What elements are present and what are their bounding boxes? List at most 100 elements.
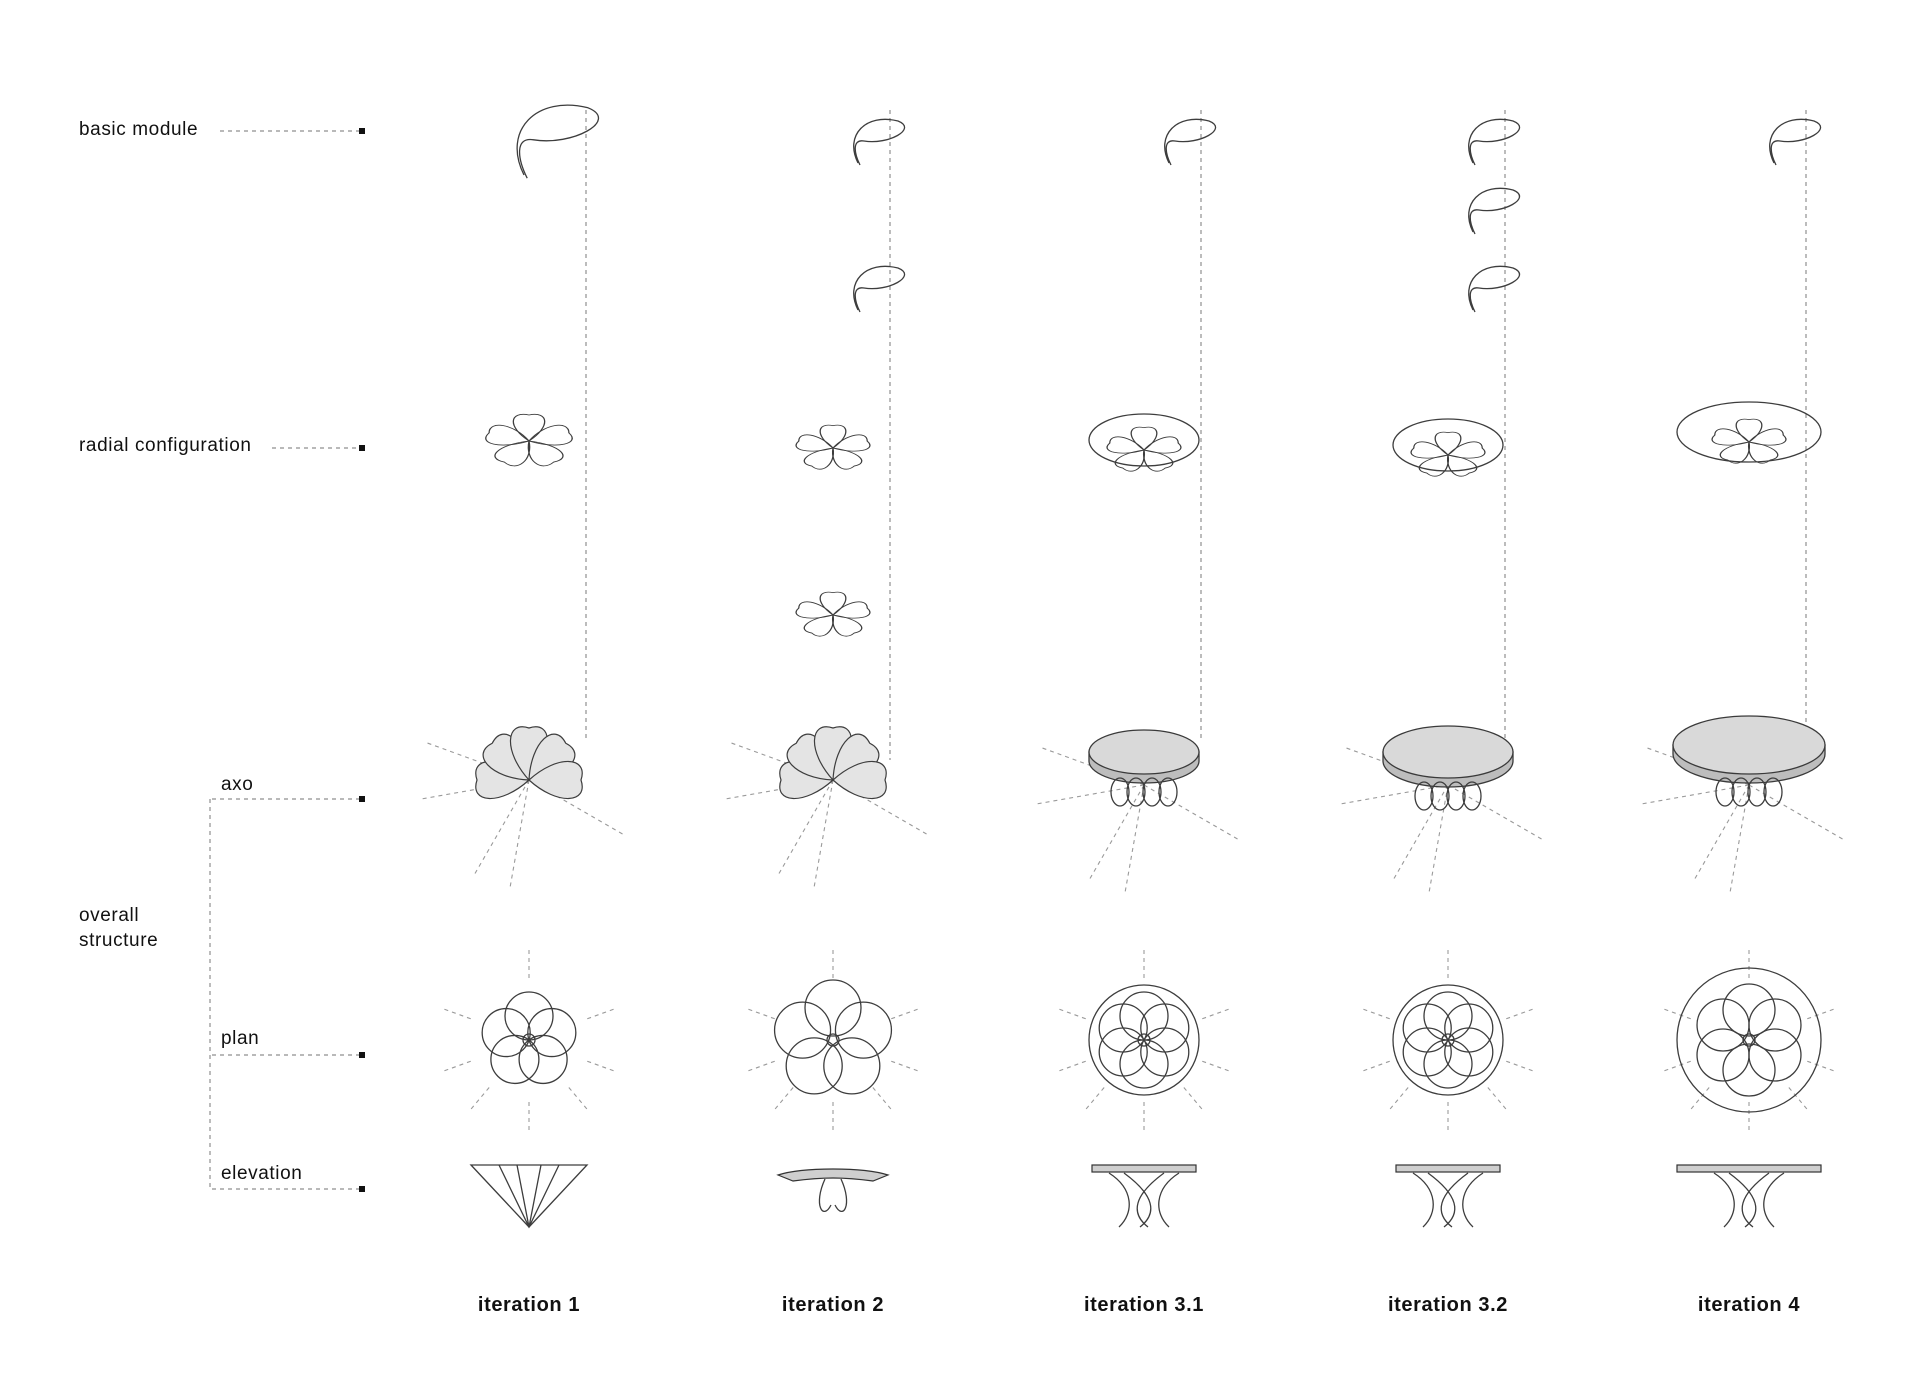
plan-ray-1 [891,1008,918,1020]
basic-module-glyph [1468,118,1521,166]
radial-rim [1088,413,1200,467]
axo-ray-4 [813,779,834,889]
axo-ray-3 [1392,784,1449,881]
plan-ray-4 [1363,1060,1390,1072]
axo-leg-loop [1414,781,1434,811]
axo-ray-3 [473,779,530,876]
elevation-tabletop [1091,1164,1197,1173]
axo-table-top [1088,729,1200,775]
elevation-tabletop [1395,1164,1501,1173]
basic-module-glyph [1769,118,1822,166]
elevation-tabletop [1676,1164,1822,1173]
plan-petal-circle [834,1001,893,1059]
plan-ray-1 [1202,1008,1229,1020]
iteration-column-1 [420,104,625,1229]
plan-ray-6 [774,1087,794,1110]
elevation-base [1713,1172,1785,1228]
plan-petal-circle [1696,1028,1750,1082]
axo-ray-2 [1143,784,1240,841]
plan-petal-circle [1722,983,1776,1037]
plan-outer-circle [1392,984,1504,1096]
plan-ray-4 [1059,1060,1086,1072]
plan-petal-circle [1402,1003,1452,1053]
radial-petal [819,424,847,449]
radial-petal [528,424,573,446]
radial-rim [1676,401,1822,463]
radial-petal [494,440,531,467]
basic-module-glyph [1468,265,1521,313]
radial-configuration-glyph [795,591,871,637]
axo-leg-loop [1430,781,1450,811]
basic-module-glyph [853,118,906,166]
plan-outer-circle [1676,967,1822,1113]
plan-petal-circle [804,979,862,1037]
axo-leg-loop [1747,777,1767,807]
radial-petal [1418,454,1449,477]
plan-petal-circle [823,1037,881,1095]
plan-center [1441,1033,1455,1047]
plan-ray-7 [1183,1087,1203,1110]
axo-table-top [1382,725,1514,779]
elevation-fan-ribs [498,1164,560,1229]
axo-leg-loop [1110,777,1130,807]
elevation-base [1412,1172,1484,1228]
plan-ray-7 [1487,1087,1507,1110]
axo-ray-2 [1447,784,1544,841]
plan-ray-4 [444,1060,471,1072]
elevation-base [1108,1172,1180,1228]
plan-ray-1 [587,1008,614,1020]
plan-petal-circle [785,1037,843,1095]
axo-ray-3 [1693,784,1750,881]
radial-rim [1392,418,1504,472]
basic-module-glyph [516,104,600,179]
iteration-column-3-1 [1035,110,1240,1228]
plan-center [522,1033,536,1047]
row-label-radial-configuration: radial configuration [79,435,252,456]
iteration-columns [420,104,1845,1229]
plan-petal-circle [527,1007,577,1058]
plan-petal-circle [1402,1027,1452,1077]
plan-ray-2 [587,1060,614,1072]
row-label-elevation: elevation [221,1163,303,1184]
radial-petal [1143,436,1182,454]
radial-petal [1735,418,1763,443]
iteration-column-3-2 [1339,110,1544,1228]
radial-petal [1719,441,1750,464]
iteration-label-2: iteration 2 [781,1294,885,1316]
guide-marker-plan [359,1052,365,1058]
row-label-plan: plan [221,1028,260,1049]
radial-petal [1130,426,1158,451]
radial-petal [795,434,834,452]
plan-ray-5 [444,1008,471,1020]
plan-ray-4 [748,1060,775,1072]
plan-ray-1 [1807,1008,1834,1020]
axo-ray-1 [1339,784,1449,805]
basic-module-glyph [1468,187,1521,235]
radial-configuration-glyph [795,424,871,470]
iteration-label-3-2: iteration 3.2 [1387,1294,1509,1316]
radial-petal [1143,449,1174,472]
basic-module-glyph [853,265,906,313]
radial-petal [832,447,863,470]
radial-petal [832,601,871,619]
axo-ray-1 [1640,784,1750,805]
radial-petal [819,591,847,616]
elevation-canopy [776,1168,890,1182]
plan-ray-5 [1059,1008,1086,1020]
plan-center [1137,1033,1151,1047]
axo-leg-loop [1446,781,1466,811]
axo-table-top [1672,715,1826,775]
plan-petal-circle [773,1001,832,1059]
row-guides [209,128,365,1192]
iteration-column-2 [724,110,929,1212]
radial-configuration-glyph [1392,418,1504,477]
plan-petal-circle [1098,1027,1148,1077]
row-label-basic-module: basic module [79,119,199,140]
guide-marker-radial-configuration [359,445,365,451]
radial-petal [1434,431,1462,456]
plan-ray-5 [1363,1008,1390,1020]
radial-petal [1447,454,1478,477]
radial-configuration-glyph [1088,413,1200,472]
axo-petal [832,760,887,800]
